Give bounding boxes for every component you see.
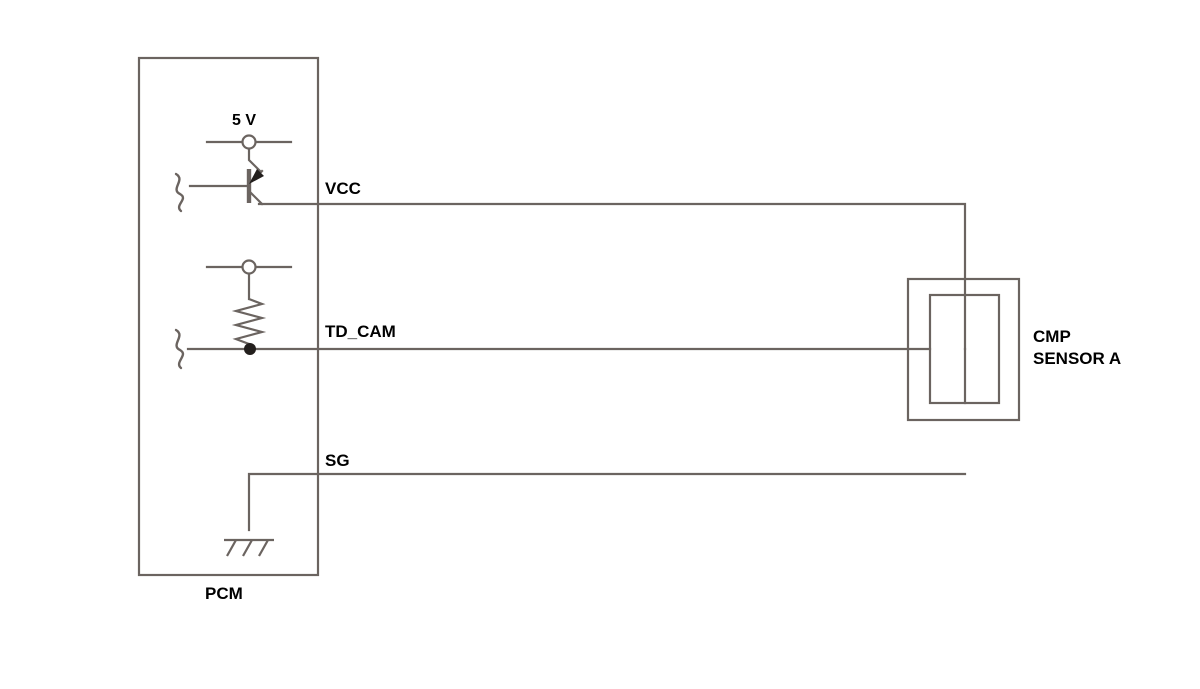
cmp-sensor-outer-box — [906, 277, 1021, 422]
signal-label-sg: SG — [325, 451, 350, 470]
signal-label-td-cam: TD_CAM — [325, 322, 396, 341]
signal-label-vcc: VCC — [325, 179, 361, 198]
pullup-resistor-icon — [231, 297, 267, 346]
sg-wire — [247, 472, 967, 532]
td-cam-wire-break-icon — [174, 328, 185, 370]
supply-node-pullup-icon — [241, 259, 257, 275]
cmp-sensor-inner-box — [928, 293, 1001, 405]
cmp-sensor-label-line2: SENSOR A — [1033, 348, 1122, 368]
supply-node-5v-icon — [241, 134, 257, 150]
transistor-collector-lead — [247, 147, 263, 174]
pcm-module-label: PCM — [205, 584, 243, 603]
transistor-emitter-lead — [248, 190, 264, 206]
transistor-arrow-icon — [249, 169, 264, 184]
ground-hatch-1 — [226, 539, 237, 557]
base-wire-break-icon — [174, 172, 185, 213]
pcm-module-box — [137, 56, 320, 577]
cmp-sensor-label-line1: CMP — [1033, 327, 1071, 346]
cmp-sensor-label: CMP SENSOR A — [1033, 326, 1121, 370]
vcc-wire — [257, 202, 967, 351]
td-cam-junction-icon — [244, 343, 256, 355]
supply-voltage-label: 5 V — [232, 112, 257, 129]
ground-hatch-3 — [258, 539, 269, 557]
ground-hatch-2 — [242, 539, 253, 557]
